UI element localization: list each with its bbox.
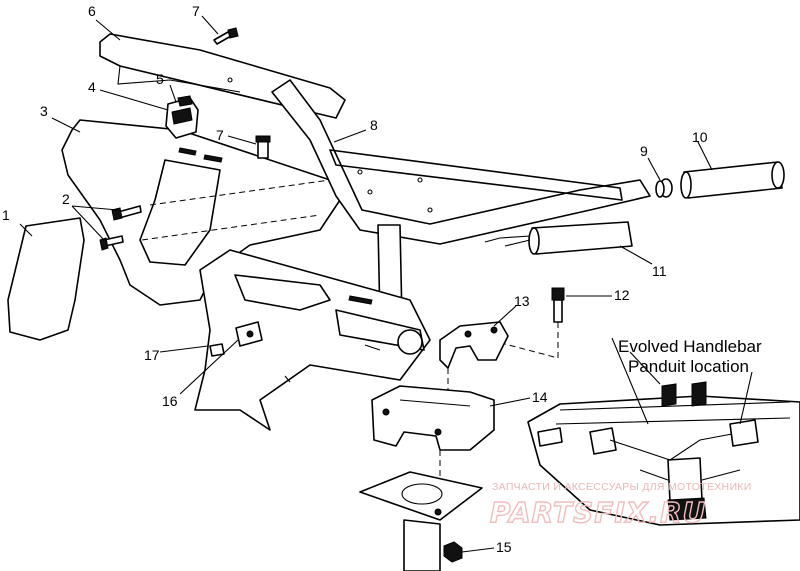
callout-7-middle: 7 — [216, 127, 224, 143]
callout-16: 16 — [162, 393, 178, 409]
callout-13: 13 — [514, 293, 530, 309]
steering-post-plate — [359, 471, 483, 571]
part-2-screws — [99, 205, 142, 251]
callout-1: 1 — [2, 207, 10, 223]
part-7-bolt-top — [213, 27, 239, 45]
callout-12: 12 — [614, 287, 630, 303]
part-14-clamp-base — [371, 385, 495, 490]
callout-10: 10 — [692, 129, 708, 145]
part-7-bolt-middle — [255, 135, 271, 159]
callout-4: 4 — [88, 79, 96, 95]
callout-5: 5 — [156, 71, 164, 87]
inset-title: Evolved Handlebar Panduit location — [618, 337, 762, 376]
callout-15: 15 — [496, 539, 512, 555]
watermark-logo: PARTSFIX.RU — [490, 496, 706, 529]
callout-14: 14 — [532, 389, 548, 405]
part-9-bar-end — [655, 178, 673, 198]
lower-housing — [194, 249, 431, 431]
part-11-heated-grip — [484, 221, 633, 255]
callout-17: 17 — [144, 347, 160, 363]
watermark: ЗАПЧАСТИ И АКСЕССУАРЫ ДЛЯ МОТОТЕХНИКИ PA… — [489, 481, 752, 530]
callout-6: 6 — [88, 3, 96, 19]
part-3-handlebar-pod — [61, 119, 341, 306]
callout-8: 8 — [370, 117, 378, 133]
watermark-tagline: ЗАПЧАСТИ И АКСЕССУАРЫ ДЛЯ МОТОТЕХНИКИ — [492, 481, 752, 493]
callout-labels: 1 2 3 4 5 6 7 7 8 9 10 11 12 13 14 15 16… — [2, 3, 708, 555]
inset-title-line2: Panduit location — [628, 357, 749, 376]
callout-11: 11 — [652, 263, 667, 279]
callout-2: 2 — [62, 191, 70, 207]
callout-7-top: 7 — [192, 3, 200, 19]
callout-3: 3 — [40, 103, 48, 119]
callout-9: 9 — [640, 143, 648, 159]
part-12-bolt — [489, 287, 565, 359]
panduit-inset — [527, 381, 800, 526]
part-16-plug — [235, 321, 263, 347]
inset-title-line1: Evolved Handlebar — [618, 337, 762, 356]
part-5-switch — [165, 95, 199, 139]
part-17-grommet — [209, 343, 225, 357]
part-1-shield — [7, 217, 85, 341]
part-15-nut — [443, 541, 463, 563]
part-10-grip — [680, 161, 785, 199]
leader-lines — [19, 15, 753, 553]
part-13-clamp-top — [439, 321, 509, 390]
